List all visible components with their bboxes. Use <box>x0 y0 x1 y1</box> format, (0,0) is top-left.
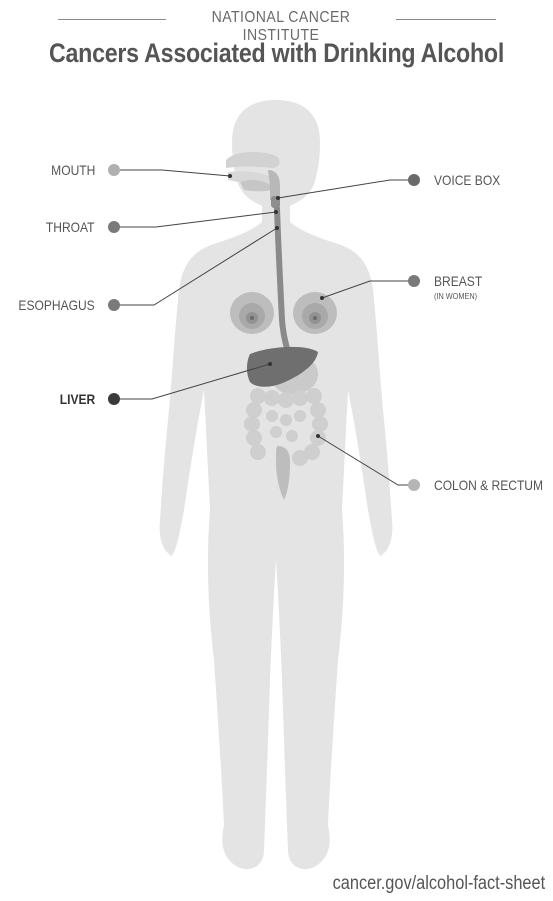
label-liver: LIVER <box>60 391 95 407</box>
label-colon-rectum: COLON & RECTUM <box>434 477 543 493</box>
breast-left <box>230 292 274 334</box>
mouth-marker <box>108 164 120 176</box>
throat-marker <box>108 221 120 233</box>
source-url: cancer.gov/alcohol-fact-sheet <box>332 873 545 895</box>
label-breast: BREAST <box>434 273 482 289</box>
breast-right <box>293 292 337 334</box>
label-esophagus: ESOPHAGUS <box>19 297 95 313</box>
colon-marker <box>408 479 420 491</box>
esophagus-marker <box>108 299 120 311</box>
throat-leader <box>114 212 276 227</box>
label-voice-box: VOICE BOX <box>434 172 500 188</box>
mouth-leader <box>114 170 230 176</box>
breast-marker <box>408 275 420 287</box>
liver-marker <box>108 393 120 405</box>
label-throat: THROAT <box>46 219 95 235</box>
label-breast-note: (IN WOMEN) <box>434 291 477 301</box>
voice-box-marker <box>408 174 420 186</box>
label-mouth: MOUTH <box>51 162 95 178</box>
